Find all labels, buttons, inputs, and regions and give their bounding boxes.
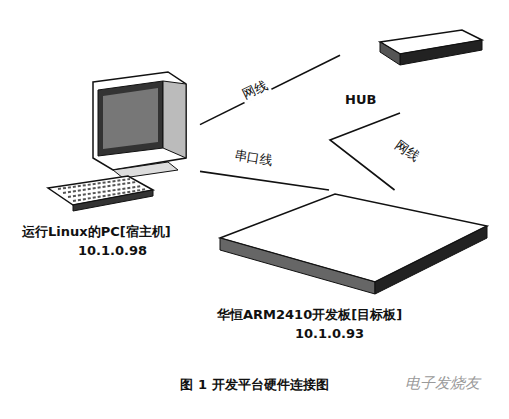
hub-device: HUB (340, 28, 490, 113)
ip-address: 10.1.0.98 (78, 243, 147, 259)
watermark: 电子发烧友 (405, 374, 480, 393)
board-name: 华恒ARM2410开发板[目标板] (217, 307, 402, 323)
cable-line (200, 171, 329, 190)
host-name: 运行Linux的PC[宿主机] (22, 224, 171, 240)
cable-label: 串口线 (231, 147, 276, 169)
host-pc: 运行Linux的PC[宿主机] 10.1.0.98 (18, 70, 200, 265)
cable-line (200, 55, 340, 124)
ip-address: 10.1.0.93 (295, 326, 364, 342)
hub-label: HUB (345, 92, 376, 108)
cable-line (330, 113, 400, 190)
target-board: 华恒ARM2410开发板[目标板] 10.1.0.93 (215, 190, 500, 340)
cable-label: 网线 (390, 136, 423, 166)
cable-label: 网线 (238, 76, 272, 103)
